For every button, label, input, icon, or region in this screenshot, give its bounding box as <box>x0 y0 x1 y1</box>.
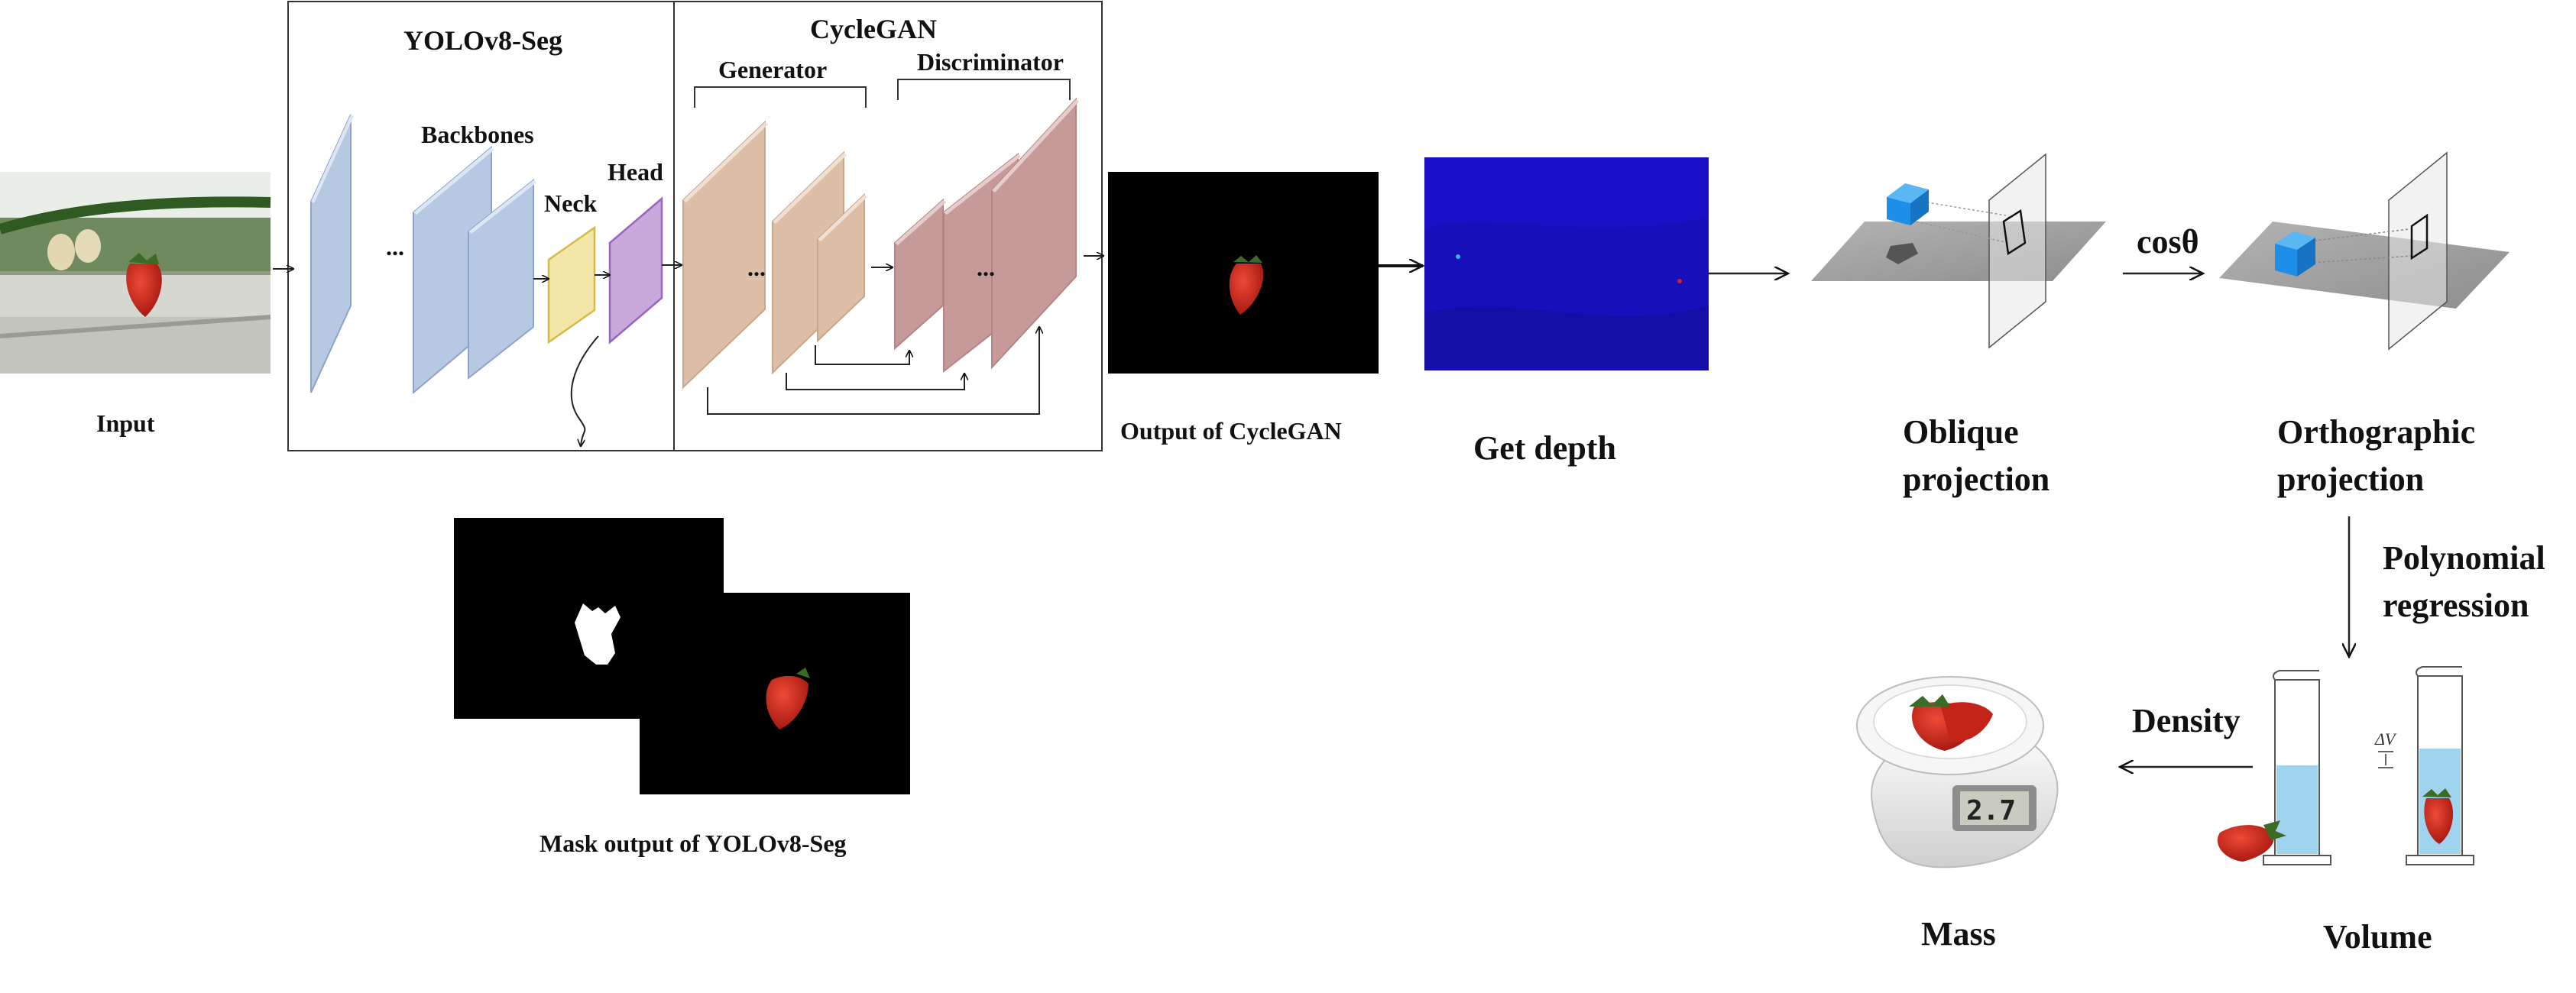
cyclegan-output-image <box>1108 172 1379 374</box>
cos-theta-label: cosθ <box>2137 223 2199 260</box>
backbone-ellipsis: ... <box>386 233 404 260</box>
generator-layer-3 <box>817 192 867 343</box>
skip-connection-1 <box>815 345 909 365</box>
backbone-layer-3 <box>468 178 536 380</box>
head-label: Head <box>608 158 663 186</box>
oblique-projection-illustration <box>1811 153 2106 349</box>
neck-label: Neck <box>544 189 598 217</box>
scale-reading: 2.7 <box>1966 795 2016 826</box>
discriminator-ellipsis: ... <box>977 254 995 281</box>
generator-label: Generator <box>718 56 828 83</box>
head-layer <box>608 196 663 344</box>
discriminator-label: Discriminator <box>917 48 1064 76</box>
yolo-title: YOLOv8-Seg <box>403 25 563 56</box>
scale-illustration: 2.7 <box>1856 676 2059 868</box>
neck-layer <box>547 225 596 344</box>
output-cyclegan-label: Output of CycleGAN <box>1120 417 1342 445</box>
generator-layer-1 <box>682 120 768 390</box>
orthographic-projection-label: Orthographic projection <box>2277 409 2475 503</box>
ortho-line-2: projection <box>2277 461 2425 498</box>
segmented-strawberry-image <box>640 593 910 794</box>
oblique-line-1: Oblique <box>1903 413 2019 451</box>
polynomial-regression-label: Polynomial regression <box>2383 535 2545 629</box>
density-label: Density <box>2132 702 2241 739</box>
get-depth-label: Get depth <box>1473 429 1616 467</box>
mask-output-label: Mask output of YOLOv8-Seg <box>540 830 847 857</box>
cyclegan-title: CycleGAN <box>810 14 937 44</box>
input-image <box>0 172 271 374</box>
skip-connection-3 <box>707 327 1039 415</box>
backbone-layer-1 <box>310 114 354 393</box>
poly-line-2: regression <box>2383 587 2529 624</box>
volume-label: Volume <box>2323 918 2432 956</box>
generator-bracket <box>694 86 867 108</box>
discriminator-layer-3 <box>991 97 1079 370</box>
poly-line-1: Polynomial <box>2383 539 2545 577</box>
discriminator-bracket <box>897 79 1071 100</box>
delta-v-label: ΔV <box>2374 729 2397 749</box>
generator-ellipsis: ... <box>747 254 766 281</box>
depth-map-image <box>1424 157 1709 370</box>
backbones-label: Backbones <box>421 121 534 148</box>
cyclegan-frame <box>673 1 1103 451</box>
mass-label: Mass <box>1921 915 1996 953</box>
ortho-line-1: Orthographic <box>2277 413 2476 451</box>
arrow-neck-to-mask <box>570 335 599 446</box>
skip-connection-2 <box>786 373 964 390</box>
oblique-line-2: projection <box>1903 461 2050 498</box>
volume-cylinders-illustration: ΔV <box>2217 666 2474 865</box>
orthographic-projection-illustration <box>2219 151 2510 351</box>
oblique-projection-label: Oblique projection <box>1903 409 2049 503</box>
input-label: Input <box>96 409 155 437</box>
discriminator-layer-1 <box>894 198 946 351</box>
